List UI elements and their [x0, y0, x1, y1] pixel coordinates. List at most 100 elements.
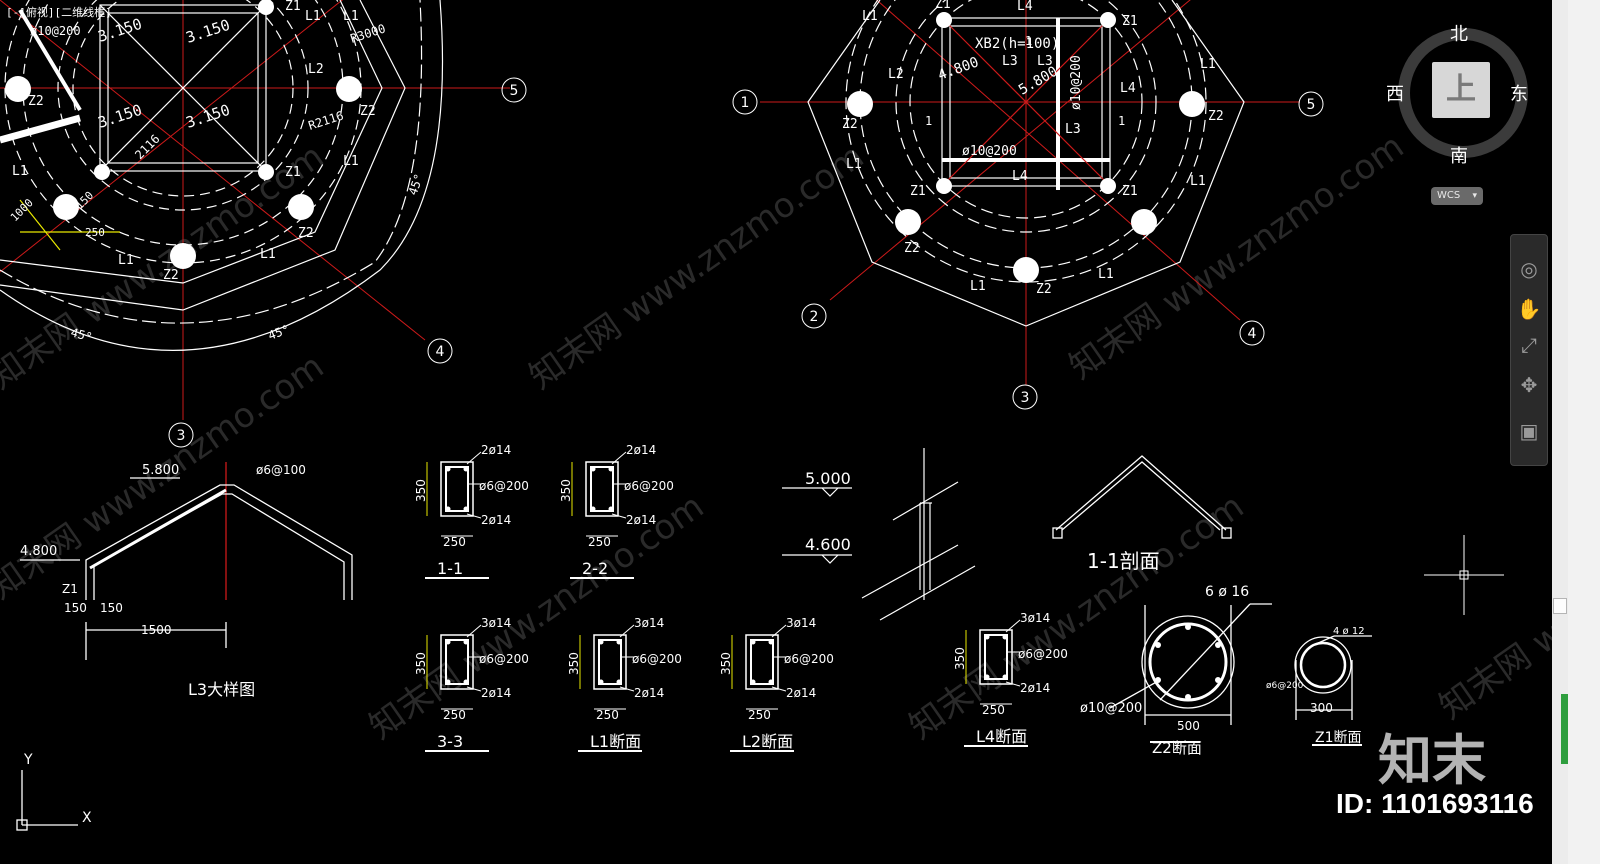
axis-bubble-label: 5: [1307, 97, 1316, 113]
section-height: 350: [953, 647, 967, 670]
section-bottom-rebar: 2ø14: [634, 686, 664, 700]
svg-text:L3: L3: [1002, 54, 1018, 69]
z2-stirrup-label: ø10@200: [1080, 701, 1142, 716]
plan-right-axis-bubbles: [732, 89, 1324, 410]
l3-rebar: ø6@100: [256, 463, 306, 477]
leader-line: [466, 513, 482, 519]
svg-text:ø10@200: ø10@200: [962, 144, 1017, 159]
svg-text:L2: L2: [888, 67, 904, 82]
orbit-icon[interactable]: ✥: [1520, 373, 1538, 397]
viewcube[interactable]: 上 北 南 西 东: [1386, 22, 1530, 167]
section-width: 250: [443, 535, 466, 549]
wcs-label: WCS: [1437, 190, 1461, 201]
elevation-marks: [782, 448, 976, 621]
section-bottom-rebar: 2ø14: [481, 513, 511, 527]
leader-line: [619, 624, 635, 638]
leader-line: [1005, 619, 1021, 633]
svg-text:L1: L1: [260, 247, 276, 262]
svg-text:L4: L4: [1017, 0, 1033, 14]
rebar-dot: [984, 674, 990, 680]
section-title: 3-3: [437, 732, 463, 751]
vertical-scrollbar[interactable]: [1552, 0, 1568, 864]
rebar-dot: [750, 679, 756, 685]
section-stirrup-label: ø6@200: [632, 652, 682, 666]
axis-bubble-label: 3: [1021, 390, 1030, 406]
section-stirrup: [598, 639, 622, 685]
section-title: L1断面: [590, 732, 641, 751]
section-title: L2断面: [742, 732, 793, 751]
svg-text:ø10@200: ø10@200: [1069, 55, 1084, 110]
section-stirrup: [445, 639, 469, 685]
svg-text:Z1: Z1: [935, 0, 951, 12]
section-outline: [745, 634, 779, 690]
rebar-dot: [616, 679, 622, 685]
plan-right-columns: [847, 12, 1205, 283]
section-outline: [593, 634, 627, 690]
compass-north[interactable]: 北: [1450, 24, 1468, 45]
zoom-icon[interactable]: ⤢: [1521, 333, 1537, 357]
section-title: 1-1: [437, 559, 463, 578]
section-outline: [440, 634, 474, 690]
wcs-dropdown[interactable]: WCS ▾: [1431, 187, 1483, 205]
l3-elev-top: 5.800: [142, 463, 179, 478]
section-bottom-rebar: 2ø14: [786, 686, 816, 700]
z2-diameter: 500: [1177, 719, 1200, 733]
steering-wheel-icon[interactable]: ◎: [1520, 257, 1538, 281]
svg-text:Z1: Z1: [285, 0, 301, 14]
section-stirrup: [590, 466, 614, 512]
leader-line: [611, 451, 627, 465]
svg-text:Z1: Z1: [1122, 184, 1138, 199]
status-indicator: [1561, 694, 1568, 764]
section-stirrup-label: ø6@200: [1018, 647, 1068, 661]
leader-line: [1005, 681, 1021, 687]
section-height: 350: [559, 479, 573, 502]
viewport-controls-label[interactable]: [-]俯视][二维线框]: [6, 6, 112, 19]
rebar-dot: [598, 639, 604, 645]
l3-title: L3大样图: [188, 680, 255, 699]
section-stirrup-label: ø6@200: [479, 479, 529, 493]
leader-line: [466, 451, 482, 465]
svg-text:L1: L1: [343, 9, 359, 24]
leader-line: [771, 686, 787, 692]
z2-rebars: [1155, 624, 1221, 700]
l3-detail-drawing: [20, 462, 353, 660]
svg-text:Z1: Z1: [285, 165, 301, 180]
chevron-down-icon: ▾: [1472, 191, 1477, 201]
right-panel-edge: [1568, 0, 1600, 864]
section-width: 250: [588, 535, 611, 549]
svg-text:Z1: Z1: [910, 184, 926, 199]
compass-south[interactable]: 南: [1450, 146, 1468, 167]
svg-text:Z2: Z2: [163, 268, 179, 283]
navigation-bar: ◎ ✋ ⤢ ✥ ▣: [1510, 234, 1548, 466]
showmotion-icon[interactable]: ▣: [1519, 419, 1539, 443]
section-outline: [585, 461, 619, 517]
svg-text:L4: L4: [1120, 81, 1136, 96]
rebar-dot: [984, 634, 990, 640]
svg-text:Z2: Z2: [298, 226, 314, 241]
section-outline: [979, 629, 1013, 685]
scrollbar-thumb[interactable]: [1553, 598, 1567, 614]
svg-text:Z2: Z2: [904, 241, 920, 256]
plan-left-columns: [5, 0, 362, 269]
section-height: 350: [414, 479, 428, 502]
viewcube-top-face[interactable]: 上: [1432, 62, 1490, 118]
compass-east[interactable]: 东: [1510, 84, 1528, 105]
svg-text:45°: 45°: [266, 322, 291, 343]
rebar-dot: [445, 506, 451, 512]
rebar-dot: [1002, 634, 1008, 640]
ucs-x-label: X: [82, 810, 92, 826]
svg-text:L3: L3: [1037, 54, 1053, 69]
section-bottom-rebar: 2ø14: [481, 686, 511, 700]
section-stirrup: [984, 634, 1008, 680]
svg-text:L1: L1: [305, 9, 321, 24]
compass-west[interactable]: 西: [1386, 84, 1404, 105]
section-width: 250: [982, 703, 1005, 717]
section-top-rebar: 3ø14: [481, 616, 511, 630]
svg-text:L1: L1: [862, 9, 878, 24]
pan-hand-icon[interactable]: ✋: [1516, 297, 1542, 321]
axis-bubble-label: 1: [741, 95, 750, 111]
